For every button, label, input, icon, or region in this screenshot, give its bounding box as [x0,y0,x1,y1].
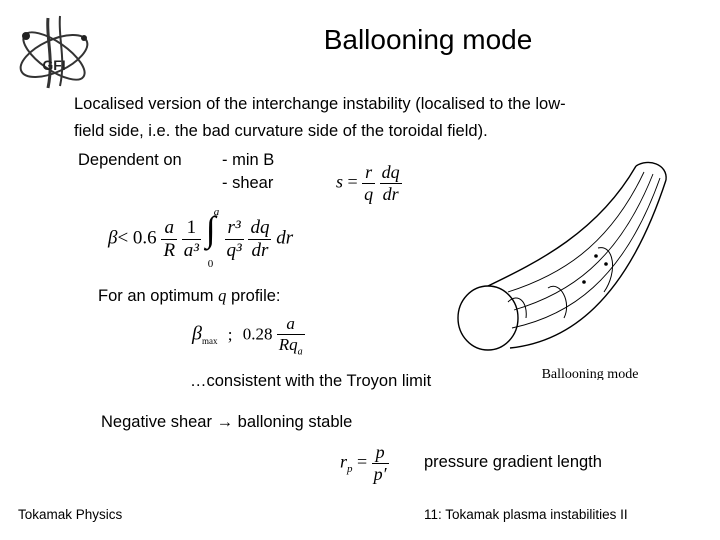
shear-frac-r-q: r q [362,162,376,205]
rp-lhs-sub: p [347,463,353,476]
shear-den-q: q [364,184,374,204]
rp-num: p [371,442,389,464]
footer-right: 11: Tokamak plasma instabilities II [424,507,628,522]
ballooning-mode-figure: Ballooning mode [457,161,667,380]
ballooning-bulge [547,285,568,319]
shear-num-r: r [362,162,376,184]
beta-max-den-sub: a [297,346,303,358]
beta-frac-1-a3: 1 a³ [181,217,201,262]
shear-den-dr: dr [382,184,399,204]
integral-upper: a [213,206,220,218]
beta-frac-r3-q3: r³ q³ [224,217,244,262]
optimum-profile-line: For an optimum q profile: [98,282,281,310]
frac-den: dr [251,239,269,261]
beta-frac-dq-dr: dq dr [248,216,272,262]
shear-eq: = [347,171,358,192]
optimum-q: q [218,286,227,305]
figure-caption: Ballooning mode [542,367,639,380]
shear-lhs: s [336,171,344,192]
optimum-prefix: For an optimum [98,287,214,305]
field-line [507,171,645,293]
beta-max-sub: max [201,336,218,346]
negative-shear-prefix: Negative shear [101,413,212,431]
tube-cross-section [457,285,519,351]
dependent-item-shear: - shear [222,174,274,192]
frac-num: dq [248,216,272,240]
beta-limit-formula: β< 0.6 a R 1 a³ ∫ a 0 r³ q³ dq dr dr [108,206,294,270]
beta-max-symbol: β [192,322,202,345]
beta-symbol: β [108,227,118,249]
rp-eq: = [357,451,368,472]
frac-den: R [163,239,176,261]
beta-max-frac: a Rqa [276,314,305,357]
integral-lower: 0 [207,258,214,270]
shear-formula: s = r q dq dr [336,162,402,205]
rp-lhs: r [340,451,348,472]
gfi-logo: GFI [19,15,89,89]
beta-max-den: Rqa [277,335,305,357]
dependent-item-min-b: - min B [222,151,275,169]
integral-glyph: ∫ [205,209,216,249]
rp-frac: p p′ [371,442,389,485]
footer-left: Tokamak Physics [18,507,123,522]
field-marker [582,280,586,284]
pressure-gradient-label: pressure gradient length [424,453,602,471]
frac-den: a³ [183,239,199,261]
troyon-text: …consistent with the Troyon limit [190,372,432,390]
negative-shear-line: Negative shear → balloning stable [101,408,352,436]
arrow-right-icon: → [216,413,234,431]
logo-text: GFI [42,57,65,73]
beta-max-formula: βmax ; 0.28 a Rqa [192,314,305,357]
ballooning-bulge [507,297,527,319]
dependent-label: Dependent on [78,151,182,169]
frac-num: 1 [181,217,201,240]
beta-lt: < 0.6 [117,227,157,249]
rp-den: p′ [373,464,387,484]
slide-title: Ballooning mode [323,24,533,55]
beta-frac-a-r: a R [161,217,178,262]
negative-shear-suffix: balloning stable [237,413,353,431]
field-line [511,177,661,329]
tube-upper-edge [487,165,637,287]
field-marker [594,254,598,258]
optimum-suffix: profile: [230,287,281,305]
rp-formula: rp = p p′ [340,442,389,485]
field-line [513,173,654,311]
beta-max-coef: 0.28 [242,324,273,344]
intro-line-1: Localised version of the interchange ins… [74,95,566,113]
tube-far-end [635,161,667,181]
shear-frac-dq-dr: dq dr [379,162,402,205]
tube-lower-edge [509,179,667,349]
beta-max-sep: ; [227,324,233,344]
ballooning-bulge [597,247,614,293]
frac-num: r³ [224,217,244,240]
frac-den: q³ [226,239,242,261]
beta-tail-dr: dr [276,227,294,249]
frac-num: a [161,217,178,240]
intro-line-2: field side, i.e. the bad curvature side … [74,122,488,140]
shear-num-dq: dq [379,162,402,184]
field-marker [604,262,608,266]
beta-max-den-text: Rq [278,335,298,354]
beta-max-num: a [276,314,305,335]
integral-sign: ∫ a 0 [206,206,220,270]
